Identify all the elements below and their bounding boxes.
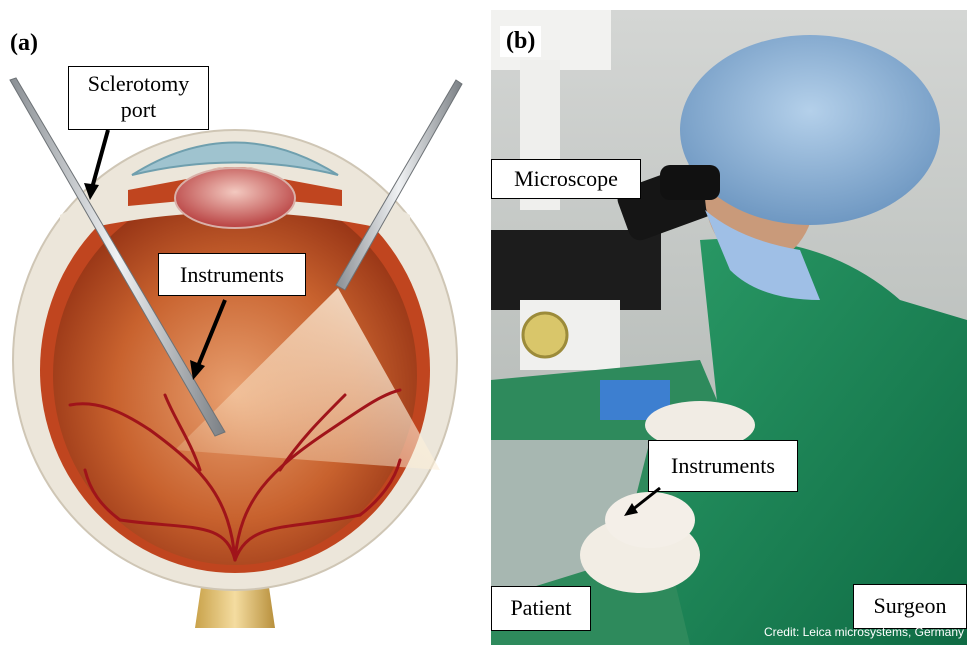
photo-credit: Credit: Leica microsystems, Germany: [764, 625, 964, 639]
